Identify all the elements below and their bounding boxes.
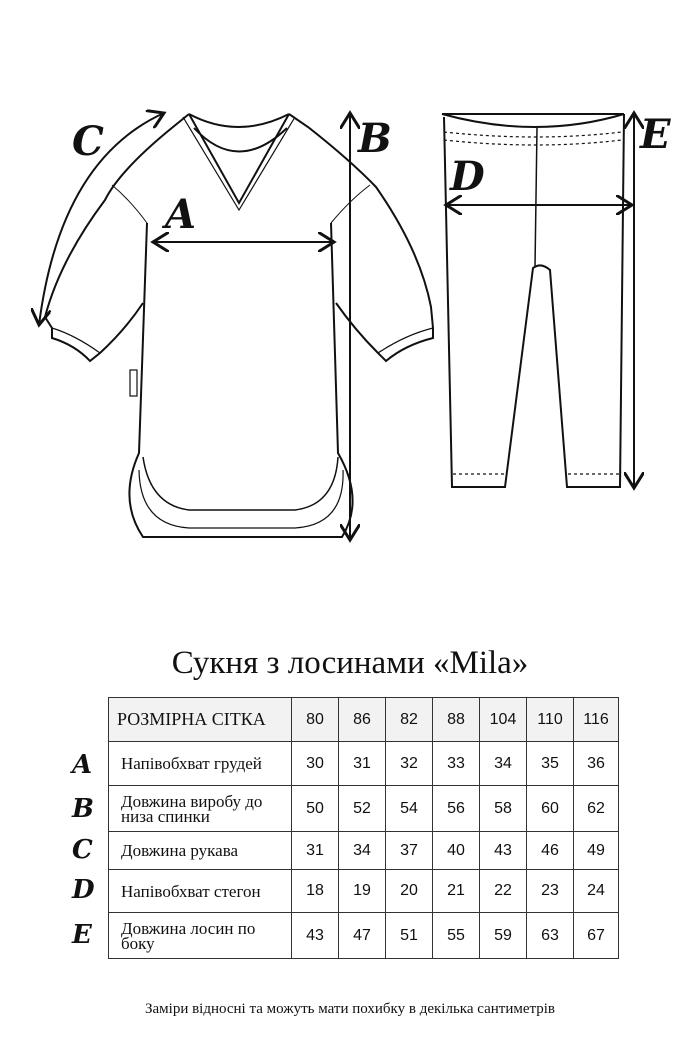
size-cell: 116 — [573, 697, 619, 742]
row-label: Довжина рукава — [108, 831, 292, 870]
value-cell: 24 — [573, 869, 619, 913]
value-cell: 49 — [573, 831, 619, 870]
arrow-c — [39, 113, 164, 325]
row-letter-d: D — [72, 875, 95, 905]
value-cell: 37 — [385, 831, 433, 870]
disclaimer-note: Заміри відносні та можуть мати похибку в… — [144, 1001, 556, 1017]
value-cell: 30 — [291, 741, 339, 786]
page-title: Сукня з лосинами «Mila» — [171, 645, 529, 681]
value-cell: 35 — [526, 741, 574, 786]
garment-diagram: C B A D E — [0, 0, 671, 560]
row-letter-c: C — [72, 835, 93, 865]
value-cell: 31 — [291, 831, 339, 870]
value-cell: 55 — [432, 912, 480, 959]
row-letter-e: E — [72, 920, 92, 950]
letter-a: A — [161, 191, 196, 238]
value-cell: 21 — [432, 869, 480, 913]
value-cell: 32 — [385, 741, 433, 786]
size-cell: 104 — [479, 697, 527, 742]
value-cell: 56 — [432, 785, 480, 832]
letter-b: B — [357, 115, 392, 162]
dress-outline — [43, 113, 434, 538]
letter-e: E — [639, 111, 671, 158]
row-letter-a: A — [72, 750, 93, 780]
value-cell: 43 — [479, 831, 527, 870]
value-cell: 34 — [479, 741, 527, 786]
value-cell: 20 — [385, 869, 433, 913]
value-cell: 63 — [526, 912, 574, 959]
value-cell: 47 — [338, 912, 386, 959]
value-cell: 54 — [385, 785, 433, 832]
value-cell: 58 — [479, 785, 527, 832]
value-cell: 51 — [385, 912, 433, 959]
measurement-arrows — [39, 113, 634, 540]
value-cell: 23 — [526, 869, 574, 913]
value-cell: 60 — [526, 785, 574, 832]
value-cell: 50 — [291, 785, 339, 832]
row-label: Довжина виробу до низа спинки — [108, 785, 292, 832]
size-cell: 86 — [338, 697, 386, 742]
value-cell: 19 — [338, 869, 386, 913]
value-cell: 62 — [573, 785, 619, 832]
value-cell: 33 — [432, 741, 480, 786]
row-label: Довжина лосин по боку — [108, 912, 292, 959]
value-cell: 40 — [432, 831, 480, 870]
value-cell: 46 — [526, 831, 574, 870]
letter-c: C — [72, 118, 104, 165]
value-cell: 36 — [573, 741, 619, 786]
leggings-outline — [441, 113, 625, 488]
size-cell: 110 — [526, 697, 574, 742]
value-cell: 67 — [573, 912, 619, 959]
size-cell: 82 — [385, 697, 433, 742]
value-cell: 18 — [291, 869, 339, 913]
value-cell: 59 — [479, 912, 527, 959]
size-cell: 88 — [432, 697, 480, 742]
row-label: Напівобхват стегон — [108, 869, 292, 913]
value-cell: 31 — [338, 741, 386, 786]
size-cell: 80 — [291, 697, 339, 742]
value-cell: 34 — [338, 831, 386, 870]
letter-d: D — [449, 153, 485, 200]
row-label: Напівобхват грудей — [108, 741, 292, 786]
header-label: РОЗМІРНА СІТКА — [108, 697, 292, 742]
value-cell: 22 — [479, 869, 527, 913]
value-cell: 52 — [338, 785, 386, 832]
row-letter-b: B — [72, 794, 94, 824]
size-chart-table: РОЗМІРНА СІТКА 80 86 82 88 104 110 116 Н… — [108, 697, 619, 959]
value-cell: 43 — [291, 912, 339, 959]
table-header-row: РОЗМІРНА СІТКА 80 86 82 88 104 110 116 — [108, 697, 619, 742]
